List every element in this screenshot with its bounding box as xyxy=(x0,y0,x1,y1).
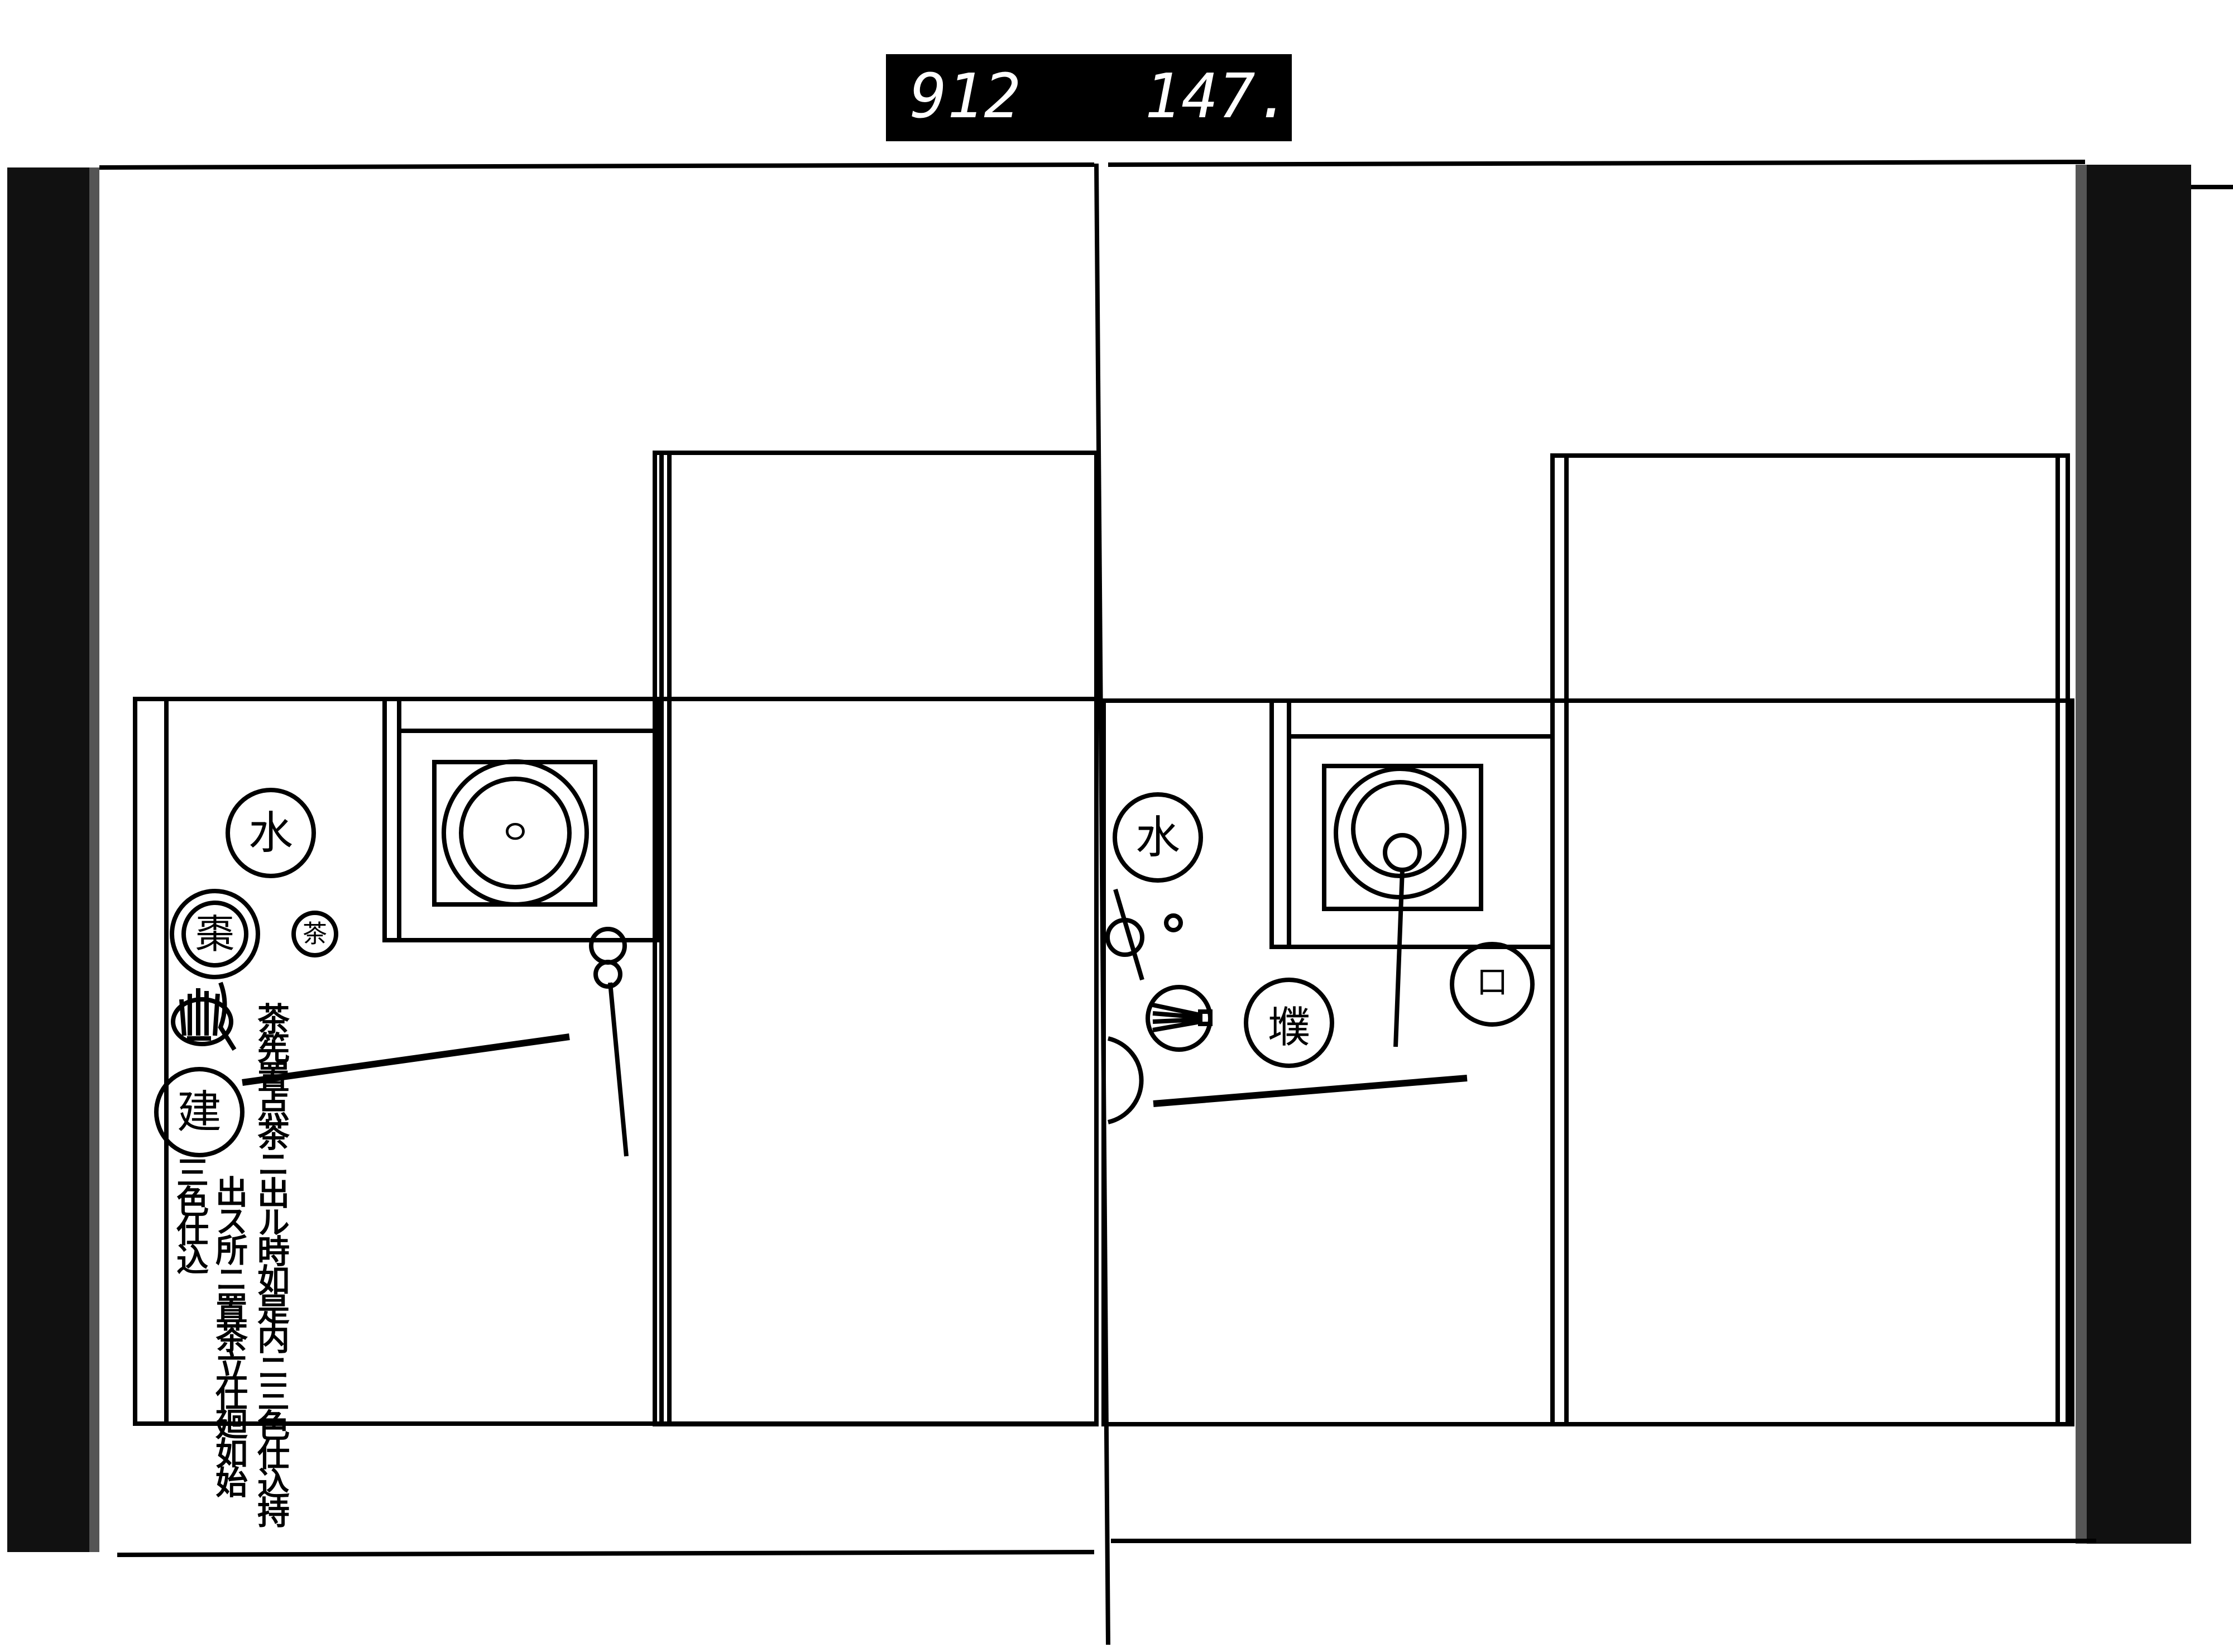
film-label-box xyxy=(886,54,1292,141)
tea-caddy-label: 棗 xyxy=(195,911,234,957)
kettle-mark: ㅇ xyxy=(500,813,530,853)
reel-number: 912 xyxy=(910,60,1021,132)
lid-rest-label: 口 xyxy=(1477,965,1508,1001)
water-jar-label: 水 xyxy=(248,807,293,859)
right-page-diagram: 水 㙸 口 xyxy=(1101,453,2074,1426)
left-page-diagram: ㅇ 水 茶 棗 建 茶筅置点茶ニ出ル時如是内ニ三色仕込持 出ス所ニ置茶立仕廻如始… xyxy=(133,451,1099,1528)
water-jar-label: 水 xyxy=(1135,812,1180,864)
left-page-edge xyxy=(7,167,91,1552)
note-column-3: 三色仕込 xyxy=(171,1156,209,1275)
hearth-frame xyxy=(1269,698,1555,949)
note-column-1: 茶筅置点茶ニ出ル時如是内ニ三色仕込持 xyxy=(252,1002,290,1528)
tea-bowl-label: 㙸 xyxy=(1268,1003,1310,1052)
note-column-2: 出ス所ニ置茶立仕廻如始 xyxy=(210,1175,248,1498)
tea-whisk-icon xyxy=(1146,985,1213,1052)
right-page-edge xyxy=(2085,165,2191,1544)
frame-number: 147. xyxy=(1144,60,1292,132)
hearth-frame xyxy=(382,697,660,942)
placement-line xyxy=(242,1033,570,1086)
kettle-outer-circle xyxy=(442,759,589,907)
tea-label: 茶 xyxy=(303,920,327,949)
page-outline xyxy=(99,160,2096,1557)
waste-bowl-label: 建 xyxy=(177,1086,222,1138)
tea-whisk-icon xyxy=(171,981,237,1051)
placement-line xyxy=(1153,1075,1468,1107)
ladle-icon xyxy=(589,927,629,1157)
ladle-handle xyxy=(1393,869,1405,1047)
